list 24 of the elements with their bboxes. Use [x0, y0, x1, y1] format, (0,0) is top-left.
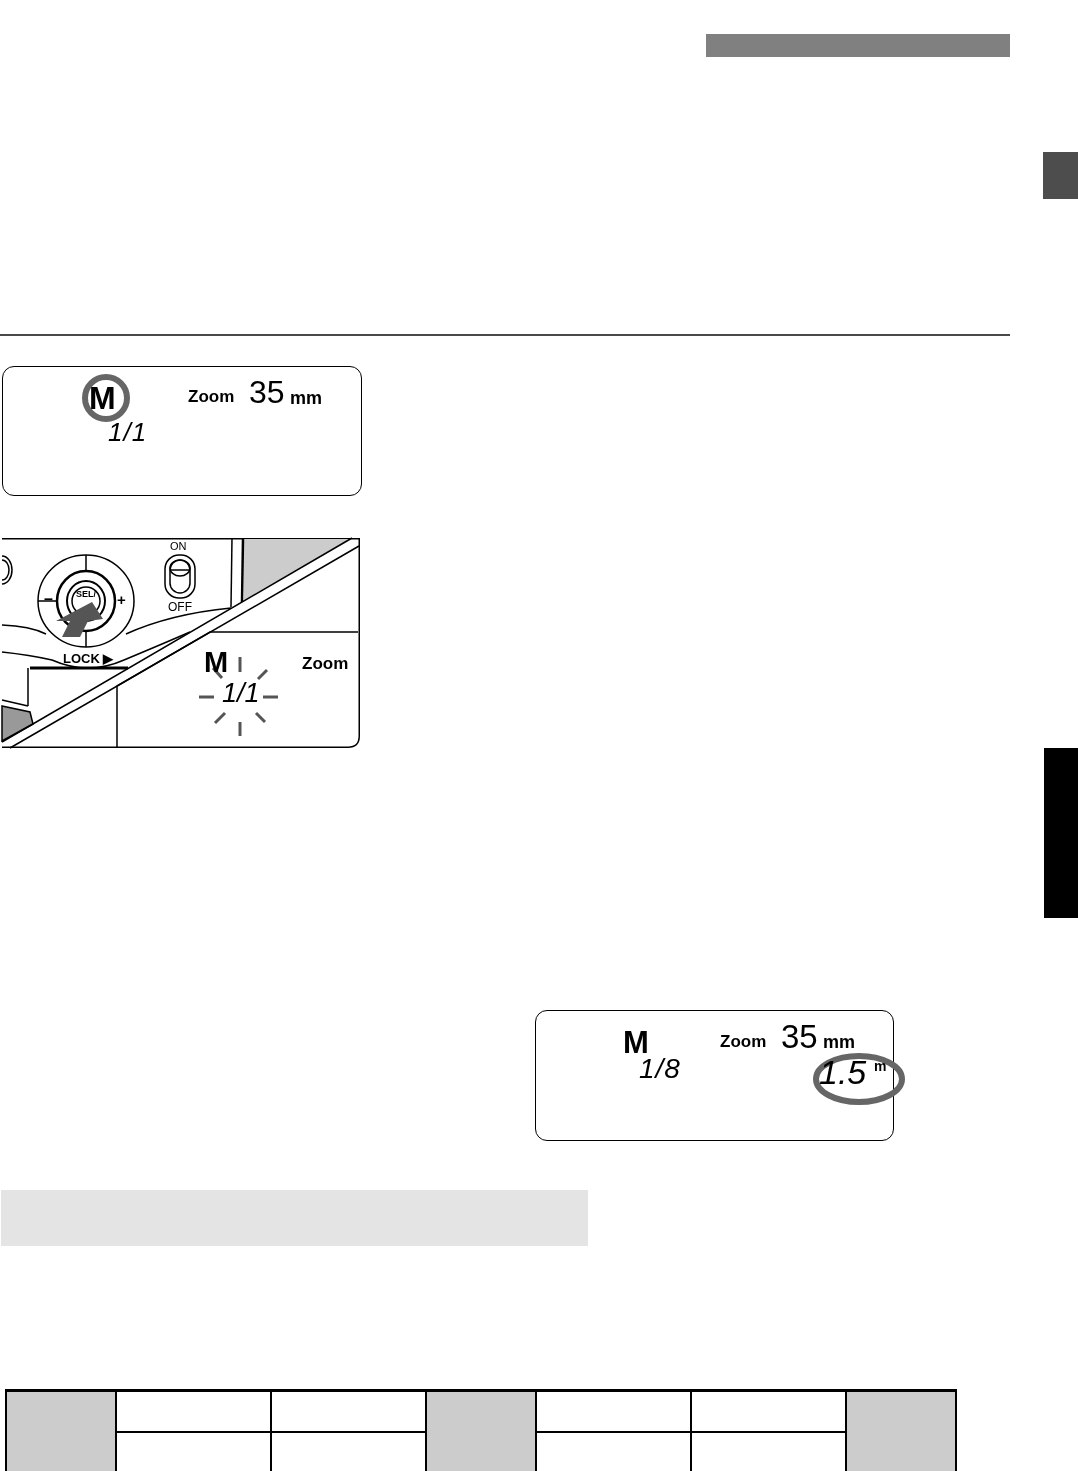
power-level-value: 1/1	[222, 680, 260, 707]
lcd-display-area	[117, 632, 358, 748]
power-level-value: 1/8	[639, 1055, 681, 1083]
power-level-value: 1/1	[108, 419, 148, 445]
zoom-label: Zoom	[720, 1033, 767, 1050]
lcd-panel	[2, 366, 362, 496]
zoom-value: 35	[781, 1020, 818, 1053]
shaded-band	[1, 1190, 588, 1246]
zoom-value: 35	[249, 376, 285, 408]
button-label: SEL/	[76, 590, 96, 599]
switch-label: ON	[170, 541, 187, 552]
mode-letter: M	[89, 382, 116, 414]
minus-sign: –	[44, 591, 53, 607]
mode-letter: M	[204, 648, 229, 677]
unit-label: mm	[290, 389, 322, 407]
plus-sign: +	[117, 592, 126, 607]
distance-value: 1.5	[819, 1055, 867, 1089]
unit-label: m	[874, 1059, 887, 1073]
lock-label: LOCK ▶	[63, 652, 114, 665]
zoom-label: Zoom	[302, 655, 349, 672]
zoom-label: Zoom	[188, 388, 235, 405]
unit-label: mm	[823, 1033, 855, 1051]
switch-label: OFF	[168, 601, 192, 613]
mode-letter: M	[623, 1027, 649, 1058]
